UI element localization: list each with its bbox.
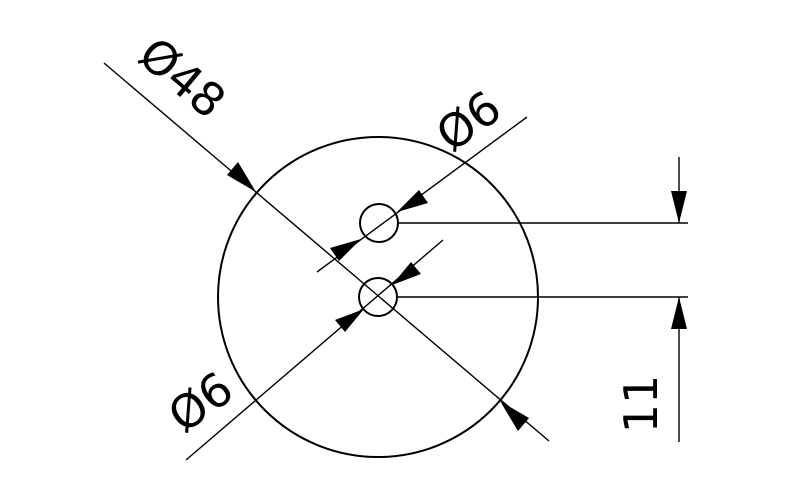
hole-upper-arrow-left [330, 239, 361, 261]
hole-lower-arrow-right [392, 262, 421, 285]
hole-spacing-label: 11 [614, 375, 668, 434]
spacing-arrow-top [671, 191, 687, 223]
hole-lower-diameter-label: Ø6 [158, 361, 243, 443]
hole-upper-arrow-right [397, 190, 428, 212]
spacing-arrow-bottom [671, 297, 687, 329]
outer-diameter-arrow-top [227, 162, 256, 192]
outer-diameter-label: Ø48 [129, 27, 236, 129]
outer-diameter-arrow-bottom [500, 401, 529, 431]
outer-diameter-dim-line [103, 62, 550, 442]
hole-lower-arrow-left [335, 309, 364, 332]
